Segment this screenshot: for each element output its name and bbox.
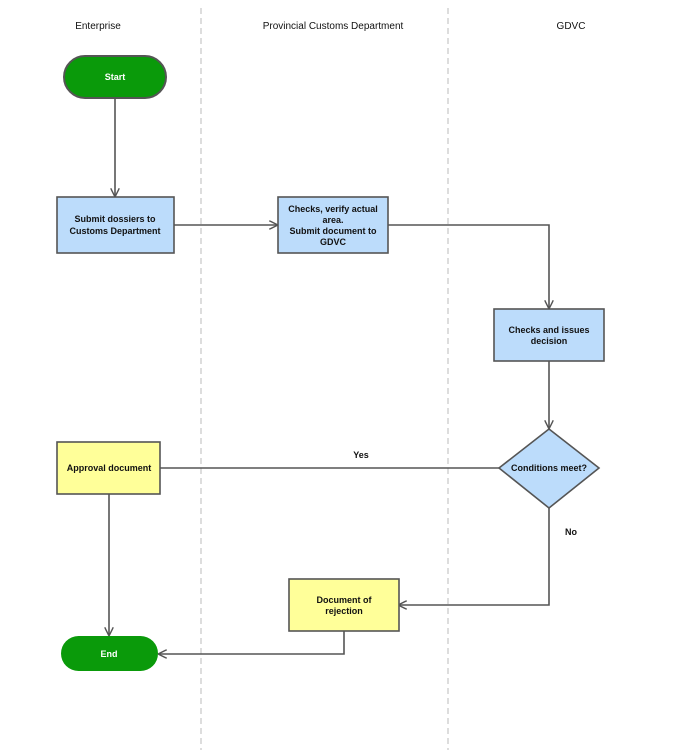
rejection-label-line-1: Document of bbox=[317, 595, 373, 605]
conditions-decision-node: Conditions meet? bbox=[497, 427, 601, 510]
checks-issues-label-line-1: Checks and issues bbox=[508, 325, 589, 335]
lane-title-gdvc: GDVC bbox=[557, 21, 586, 32]
checks-verify-label-line-4: GDVC bbox=[320, 237, 347, 247]
start-label: Start bbox=[105, 72, 126, 82]
end-node: End bbox=[61, 636, 158, 671]
start-node: Start bbox=[63, 55, 167, 99]
lane-title-provincial-customs: Provincial Customs Department bbox=[263, 21, 404, 32]
conditions-label: Conditions meet? bbox=[511, 463, 587, 473]
rejection-label-line-2: rejection bbox=[325, 606, 363, 616]
checks-issues-label-line-2: decision bbox=[531, 336, 568, 346]
submit-dossiers-node: Submit dossiers to Customs Department bbox=[56, 196, 175, 254]
checks-issues-node: Checks and issues decision bbox=[493, 308, 605, 362]
checks-verify-label-line-3: Submit document to bbox=[290, 226, 377, 236]
lane-title-enterprise: Enterprise bbox=[75, 21, 121, 32]
checks-verify-node: Checks, verify actual area. Submit docum… bbox=[277, 196, 389, 254]
checks-verify-label-line-2: area. bbox=[322, 215, 343, 225]
edge-decision-no-to-rejection bbox=[399, 508, 550, 605]
edge-checks-to-issues bbox=[388, 224, 549, 308]
approval-document-label: Approval document bbox=[67, 463, 152, 473]
end-label: End bbox=[101, 649, 118, 659]
edge-rejection-to-end bbox=[159, 631, 345, 654]
submit-dossiers-label-line-1: Submit dossiers to bbox=[74, 214, 156, 224]
rejection-document-node: Document of rejection bbox=[288, 578, 400, 632]
approval-document-node: Approval document bbox=[56, 441, 161, 495]
submit-dossiers-label-line-2: Customs Department bbox=[69, 226, 160, 236]
edge-label-no: No bbox=[565, 527, 577, 537]
checks-verify-label-line-1: Checks, verify actual bbox=[288, 204, 378, 214]
edge-label-yes: Yes bbox=[353, 450, 369, 460]
